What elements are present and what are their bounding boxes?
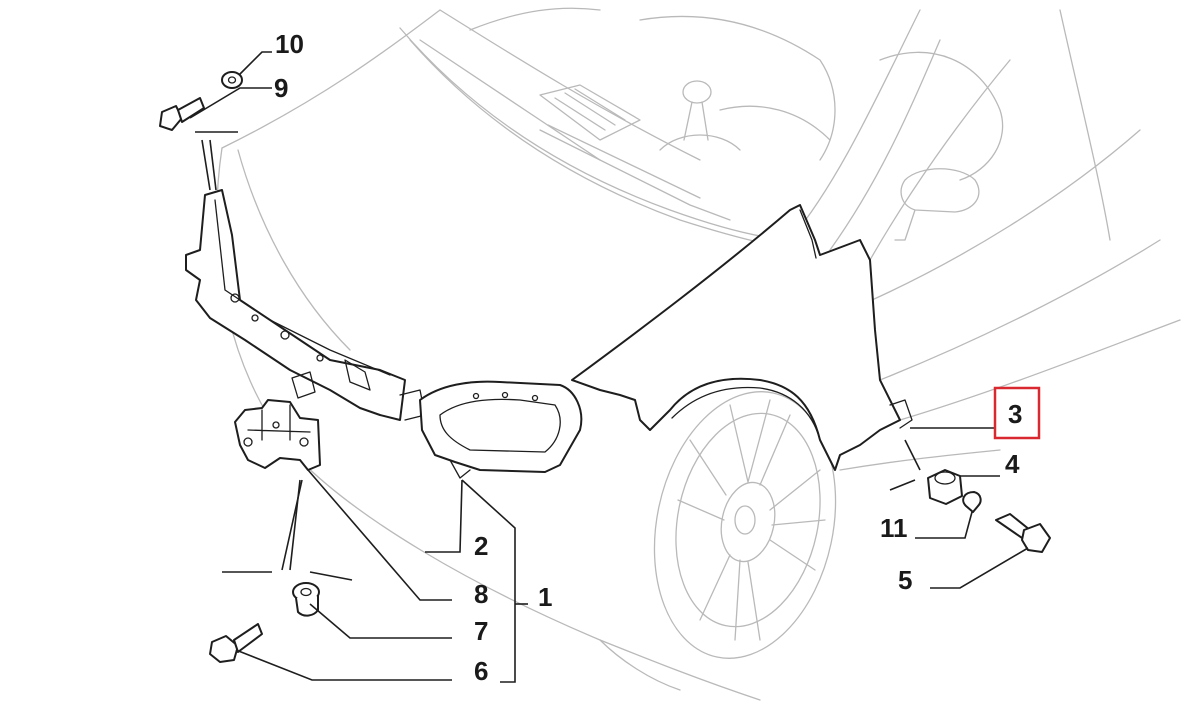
callout-3: 3 [1008, 399, 1022, 429]
callout-2: 2 [474, 531, 488, 561]
car-body-outline [216, 7, 1181, 701]
washer-10 [221, 71, 243, 89]
nut-4 [927, 469, 963, 505]
front-wheel [653, 391, 837, 659]
highlight-box-3 [993, 386, 1041, 440]
leader-lines [189, 51, 1029, 683]
callout-labels: 10 9 3 4 11 5 2 8 1 7 6 [274, 29, 1041, 686]
front-fender [571, 204, 913, 471]
callout-6: 6 [474, 656, 488, 686]
callout-4: 4 [1005, 449, 1020, 479]
headlamp-support [419, 380, 583, 479]
bolt-9 [159, 97, 205, 131]
callout-9: 9 [274, 73, 288, 103]
callout-5: 5 [898, 565, 912, 595]
front-crossmember [185, 189, 426, 421]
callout-8: 8 [474, 579, 488, 609]
callout-10: 10 [275, 29, 304, 59]
bolt-6 [209, 623, 263, 663]
callout-7: 7 [474, 616, 488, 646]
bolt-5 [995, 513, 1051, 553]
spacer-7 [292, 582, 320, 617]
callout-1: 1 [538, 582, 552, 612]
callout-11: 11 [880, 513, 908, 543]
clip-11 [962, 491, 982, 513]
side-bracket [234, 399, 321, 471]
